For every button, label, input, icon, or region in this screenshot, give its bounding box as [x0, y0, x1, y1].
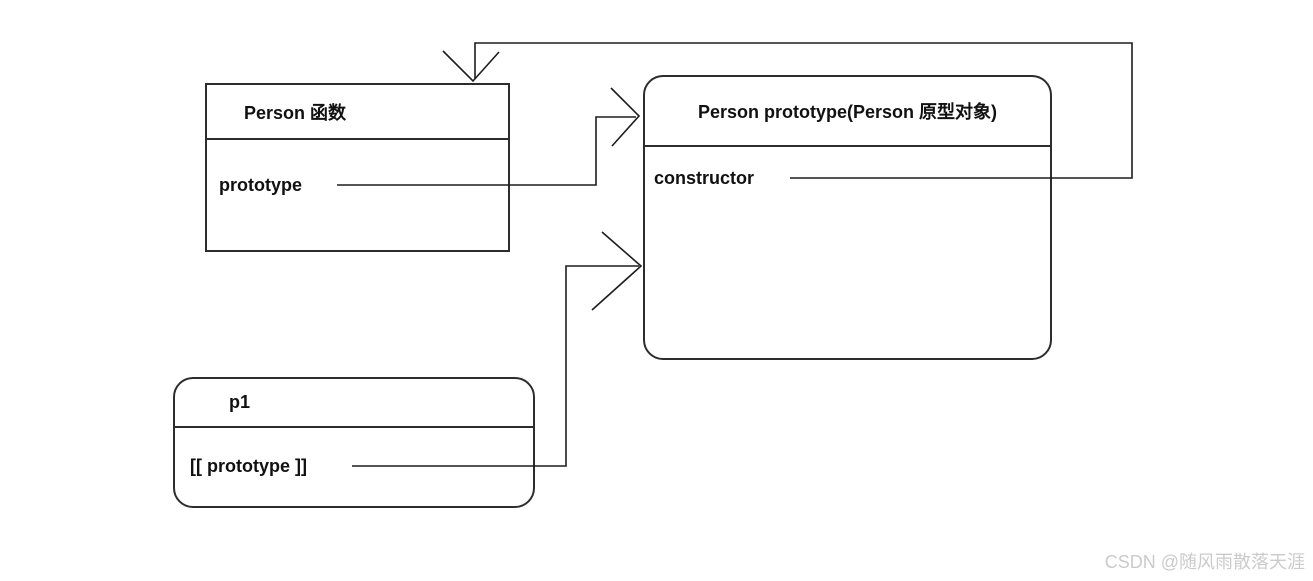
csdn-watermark: CSDN @随风雨散落天涯	[1104, 552, 1305, 572]
constructor-to-person-function-arrowhead-icon	[442, 50, 500, 83]
p1-title: p1	[175, 379, 533, 428]
person-prototype-box: Person prototype(Person 原型对象) constructo…	[643, 75, 1052, 360]
person-prototype-field-constructor: constructor	[654, 168, 755, 188]
person-function-box: Person 函数 prototype	[205, 83, 510, 252]
p1-field-internal-prototype: [[ prototype ]]	[190, 456, 307, 476]
person-prototype-title: Person prototype(Person 原型对象)	[645, 77, 1050, 147]
prototype-to-prototype-object-arrowhead-icon	[610, 87, 641, 147]
p1-box: p1 [[ prototype ]]	[173, 377, 535, 508]
person-function-title: Person 函数	[207, 85, 508, 140]
person-function-field-prototype: prototype	[219, 175, 302, 195]
p1-prototype-to-prototype-object-arrowhead-icon	[591, 231, 643, 311]
